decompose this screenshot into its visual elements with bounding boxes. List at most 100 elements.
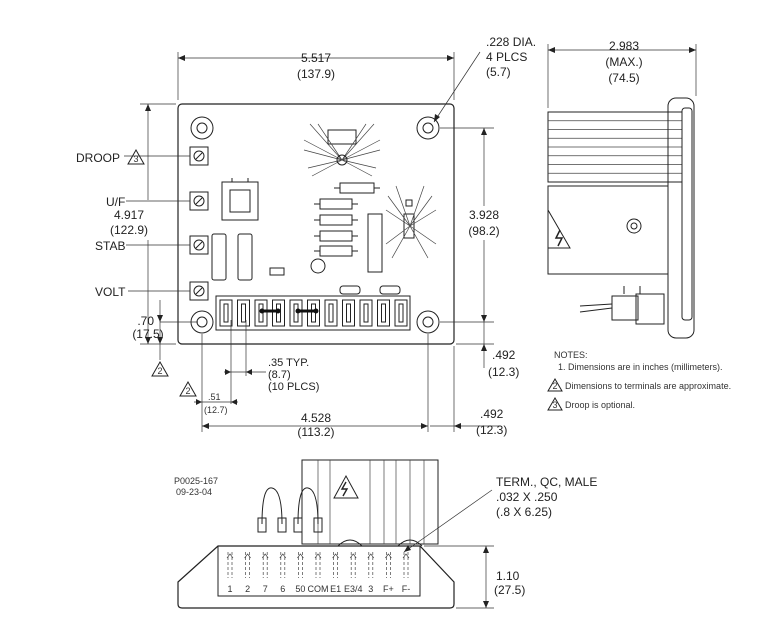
pitch-in: .35 TYP. (268, 357, 309, 369)
left-height-in: 4.917 (114, 208, 144, 222)
dim-edge-b: .492 (12.3) (430, 346, 507, 437)
side-board-edge (667, 97, 695, 339)
terminal-slot (342, 299, 355, 327)
pot-label-volt: VOLT (95, 285, 126, 299)
dim-hole-span: 4.528 (113.2) (202, 334, 429, 439)
side-terminal-wire (579, 286, 665, 325)
pot-label-uf: U/F (106, 195, 125, 209)
notes-heading: NOTES: (554, 350, 588, 360)
dim-side-depth: 2.983 (MAX.) (74.5) (547, 39, 697, 108)
jumper-loop (261, 487, 283, 525)
note-1: 1. Dimensions are in inches (millimeters… (558, 362, 723, 372)
edge-b-mm: (12.3) (476, 423, 507, 437)
pot-label-droop: DROOP (76, 151, 120, 165)
front-height-mm: (27.5) (494, 583, 525, 597)
terminal-label: 3 (368, 584, 373, 594)
terminal-label: 7 (263, 584, 268, 594)
lightning-warning-icon (333, 474, 359, 499)
terminal-slot (394, 299, 408, 327)
front-terminal-block (217, 545, 421, 597)
transformer (221, 178, 259, 221)
note-marker-bottom (179, 380, 197, 397)
side-depth-mm: (74.5) (608, 71, 639, 85)
heatsink-top (303, 123, 381, 177)
top-width-mm: (137.9) (297, 67, 335, 81)
note-marker-3 (547, 397, 563, 411)
dim-front-height: 1.10 (27.5) (424, 545, 525, 609)
note-marker-2 (547, 378, 563, 392)
front-view (177, 459, 455, 609)
top-view (177, 103, 455, 345)
svg-text:2: 2 (552, 381, 557, 391)
svg-text:2: 2 (157, 366, 162, 376)
terminal-label: F+ (383, 584, 394, 594)
edge-a-mm: (12.3) (488, 365, 519, 379)
component (269, 267, 285, 276)
hole-mm-label: (5.7) (486, 65, 511, 79)
dim-right-height: 3.928 (98.2) (440, 127, 500, 323)
heatsink-right (385, 185, 437, 259)
terminal-slot (359, 299, 373, 327)
pitch-plcs: (10 PLCS) (268, 381, 319, 393)
term-callout: TERM., QC, MALE .032 X .250 (.8 X 6.25) (403, 475, 597, 553)
pitch-mm: (8.7) (268, 369, 291, 381)
mounting-hole-tr (416, 116, 440, 140)
notes-block: NOTES: 1. Dimensions are in inches (mill… (547, 350, 731, 411)
note-marker-droop (127, 148, 145, 165)
pot-label-stab: STAB (95, 239, 125, 253)
dim-top-width: 5.517 (137.9) (177, 51, 455, 100)
terminal-strip-top (215, 285, 411, 331)
drawing-date: 09-23-04 (176, 487, 212, 497)
term-spec-3: (.8 X 6.25) (496, 505, 552, 519)
hole-plcs-label: 4 PLCS (486, 50, 527, 64)
terminal-slot (254, 299, 268, 327)
svg-text:2: 2 (185, 386, 190, 396)
hole-span-mm: (113.2) (297, 425, 334, 439)
hole-dia-label: .228 DIA. (486, 35, 536, 49)
terminal-label: 6 (280, 584, 285, 594)
dim-terminal-pitch: .35 TYP. (8.7) (10 PLCS) .51 (12.7) 2 (179, 320, 319, 432)
hole-span-in: 4.528 (301, 411, 331, 425)
dim-left-height: 4.917 (122.9) (110, 103, 176, 345)
bottom-offset-in: .70 (137, 314, 154, 328)
terminal-label: COM (308, 584, 329, 594)
terminal-slot (377, 299, 390, 327)
terminal-label: F- (402, 584, 411, 594)
note-2: Dimensions to terminals are approximate. (565, 381, 731, 391)
first-term-mm: (12.7) (204, 405, 228, 415)
terminal-label: 1 (227, 584, 232, 594)
side-depth-in: 2.983 (609, 39, 639, 53)
capacitor (211, 233, 227, 281)
drawing-ref: P0025-167 09-23-04 (174, 476, 218, 497)
side-warning-triangle (547, 208, 571, 249)
terminal-slot (289, 299, 303, 327)
mounting-hole-br (416, 310, 440, 334)
svg-text:3: 3 (552, 400, 557, 410)
edge-b-in: .492 (480, 407, 504, 421)
terminal-slot (324, 299, 338, 327)
front-height-in: 1.10 (496, 569, 520, 583)
svg-text:3: 3 (133, 154, 138, 164)
terminal-slot (272, 299, 285, 327)
board-outline (177, 103, 455, 345)
term-spec-2: .032 X .250 (496, 490, 558, 504)
terminal-label: 50 (295, 584, 305, 594)
terminal-label: E1 (330, 584, 341, 594)
terminal-slot (219, 299, 233, 327)
pot-labels: DROOP 3 U/F STAB VOLT (76, 148, 190, 299)
mounting-hole-tl (190, 116, 214, 140)
dim-edge-a: .492 (12.3) (456, 322, 519, 379)
bottom-offset-mm: (17.5) (132, 327, 163, 341)
edge-a-in: .492 (492, 348, 516, 362)
top-width-in: 5.517 (301, 51, 331, 65)
right-height-in: 3.928 (469, 208, 499, 222)
side-depth-max: (MAX.) (605, 55, 642, 69)
right-height-mm: (98.2) (468, 224, 499, 238)
terminal-label: E3/4 (344, 584, 363, 594)
left-height-mm: (122.9) (110, 223, 148, 237)
note-marker-left (151, 360, 169, 377)
dim-bottom-offset: .70 (17.5) 2 (132, 300, 198, 377)
terminal-label: 2 (245, 584, 250, 594)
